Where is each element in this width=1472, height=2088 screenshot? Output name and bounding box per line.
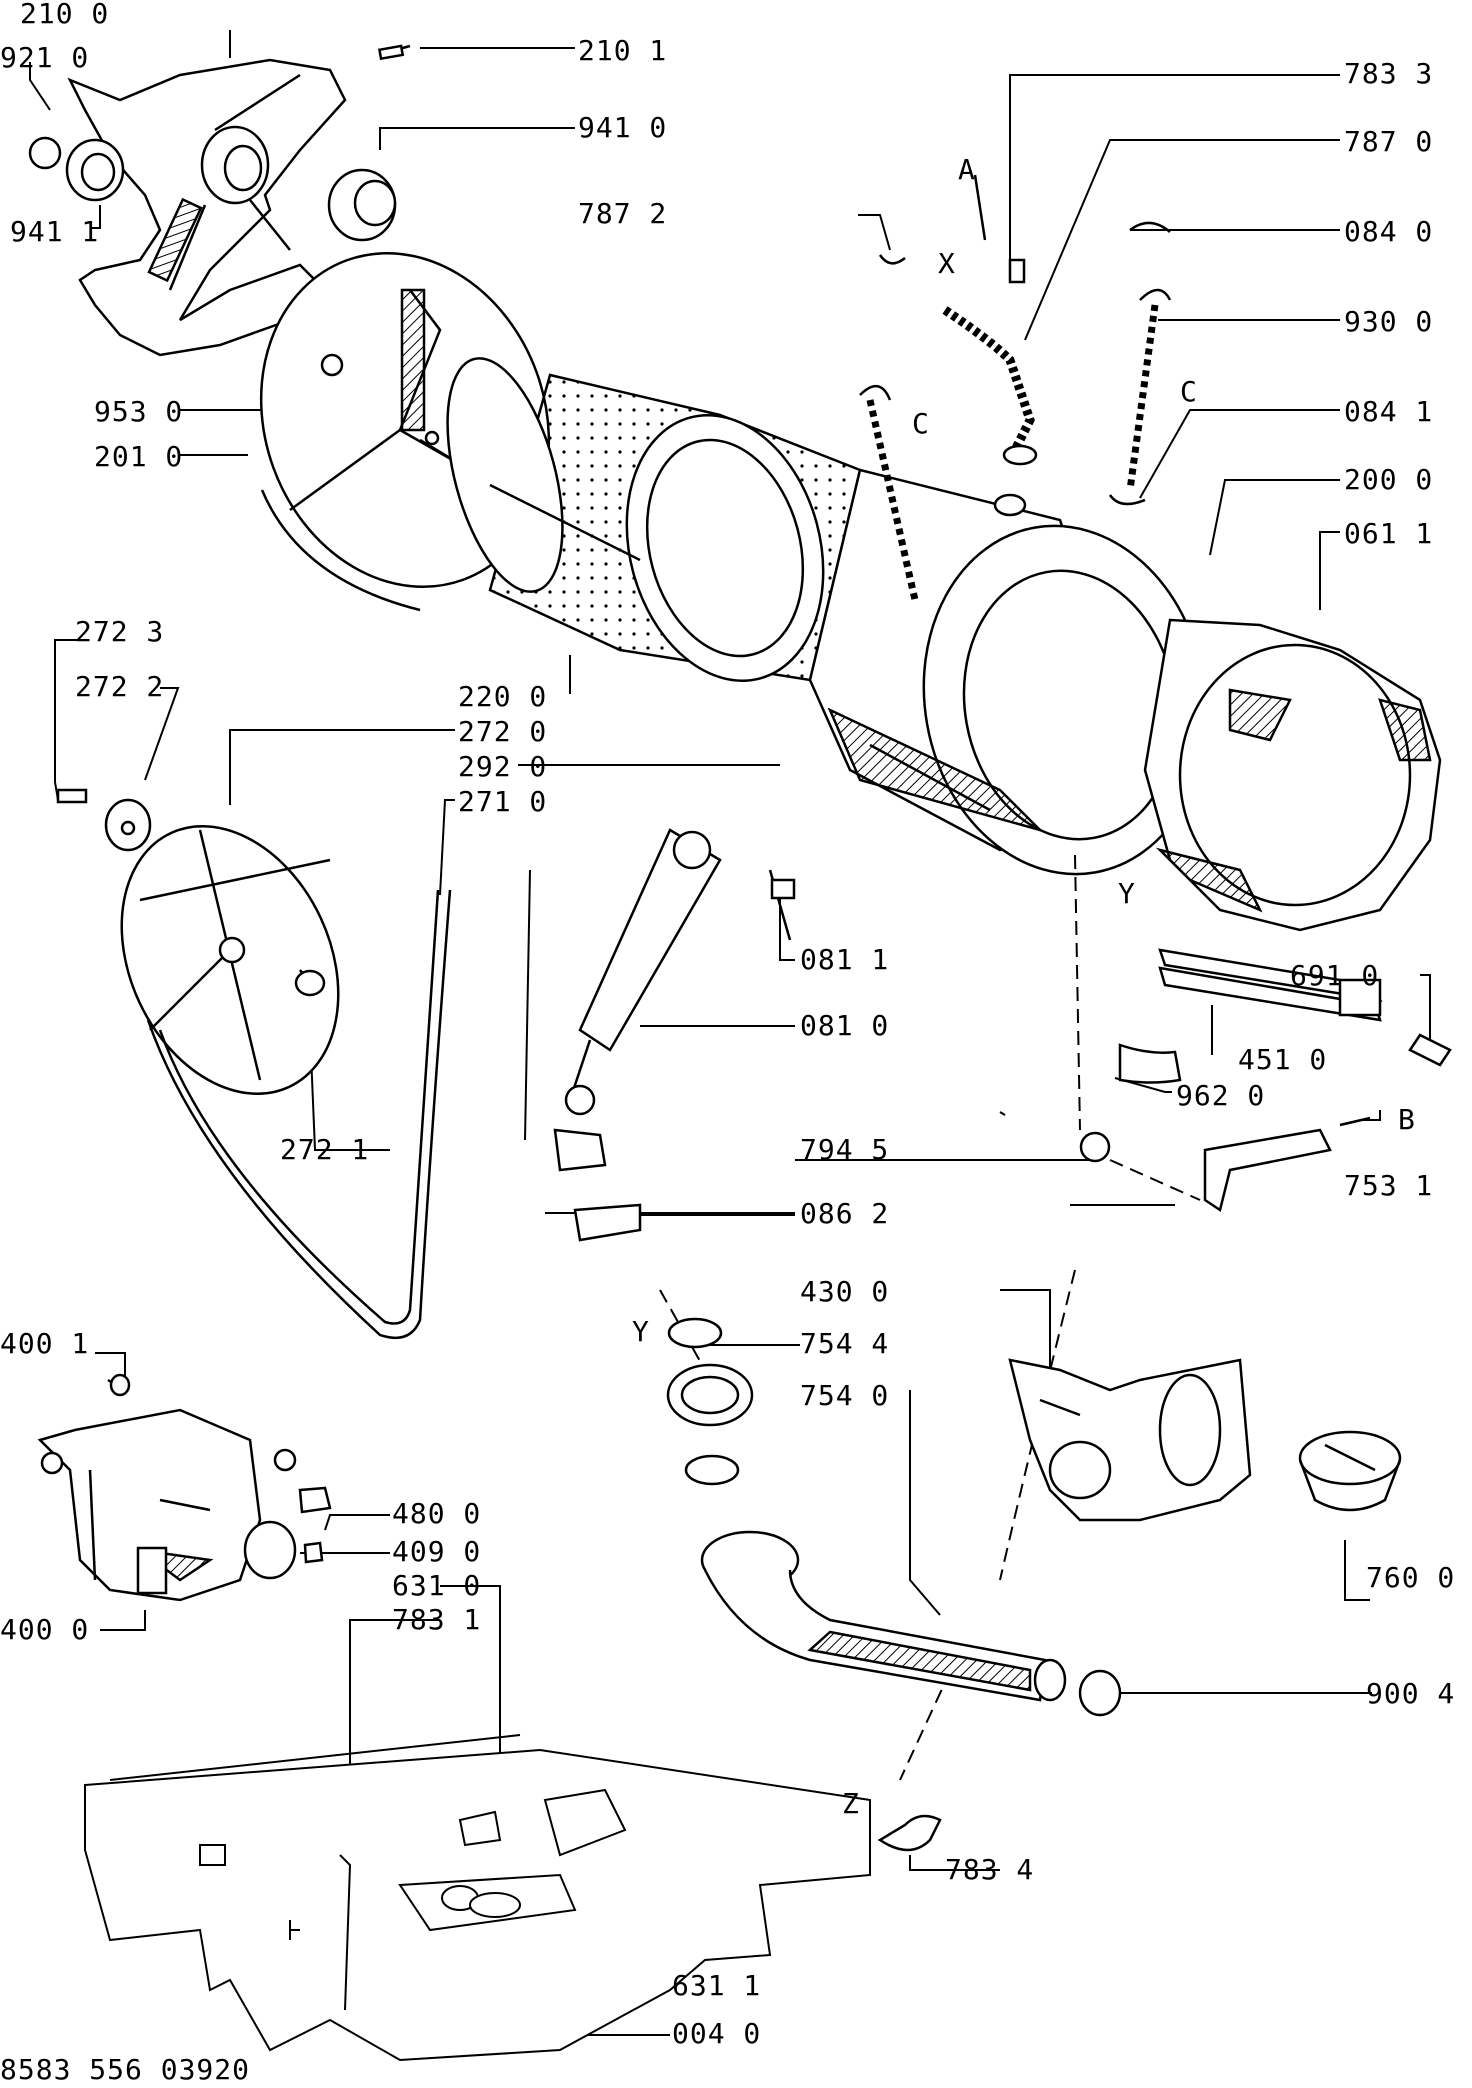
callout-941-1: 941 1 bbox=[10, 215, 100, 248]
callout-084-0: 084 0 bbox=[1344, 215, 1434, 248]
callout-004-0: 004 0 bbox=[672, 2017, 762, 2050]
callout-691-0: 691 0 bbox=[1290, 959, 1380, 992]
callout-753-1: 753 1 bbox=[1344, 1169, 1434, 1202]
marker-c-left: C bbox=[912, 407, 930, 440]
callout-783-4: 783 4 bbox=[945, 1853, 1035, 1886]
sump-hose bbox=[666, 1317, 1122, 1852]
bearing-housing bbox=[67, 58, 347, 357]
callout-292-0: 292 0 bbox=[458, 750, 548, 783]
callout-272-2: 272 2 bbox=[75, 670, 165, 703]
filter bbox=[1298, 1430, 1402, 1512]
callout-953-0: 953 0 bbox=[94, 395, 184, 428]
callout-271-0: 271 0 bbox=[458, 785, 548, 818]
marker-y-hose: Y bbox=[632, 1315, 650, 1348]
callout-900-4: 900 4 bbox=[1366, 1677, 1456, 1710]
callout-400-1: 400 1 bbox=[0, 1327, 90, 1360]
callout-430-0: 430 0 bbox=[800, 1275, 890, 1308]
callout-409-0: 409 0 bbox=[392, 1535, 482, 1568]
marker-b: B bbox=[1398, 1103, 1416, 1136]
outer-tub bbox=[808, 468, 1208, 876]
counterweight-ring bbox=[1143, 618, 1442, 932]
callout-220-0: 220 0 bbox=[458, 680, 548, 713]
callout-272-3: 272 3 bbox=[75, 615, 165, 648]
callout-783-3: 783 3 bbox=[1344, 57, 1434, 90]
callout-210-1: 210 1 bbox=[578, 34, 668, 67]
bearings-and-circlip bbox=[28, 44, 411, 242]
drain-pump bbox=[1008, 1358, 1252, 1522]
callout-787-2: 787 2 bbox=[578, 197, 668, 230]
marker-x: X bbox=[938, 247, 956, 280]
callout-210-0: 210 0 bbox=[20, 0, 110, 30]
callout-201-0: 201 0 bbox=[94, 440, 184, 473]
motor bbox=[37, 1373, 332, 1602]
callout-754-0: 754 0 bbox=[800, 1379, 890, 1412]
callout-061-1: 061 1 bbox=[1344, 517, 1434, 550]
marker-c-right: C bbox=[1180, 375, 1198, 408]
callout-084-1: 084 1 bbox=[1344, 395, 1434, 428]
callout-754-4: 754 4 bbox=[800, 1327, 890, 1360]
callout-272-1: 272 1 bbox=[280, 1133, 370, 1166]
marker-z: Z bbox=[842, 1787, 860, 1820]
callout-794-5: 794 5 bbox=[800, 1133, 890, 1166]
pulley-and-belt bbox=[56, 788, 452, 1340]
callout-631-0: 631 0 bbox=[392, 1569, 482, 1602]
callout-200-0: 200 0 bbox=[1344, 463, 1434, 496]
inlet-hoses bbox=[878, 174, 1038, 466]
callout-941-0: 941 0 bbox=[578, 111, 668, 144]
callout-272-0: 272 0 bbox=[458, 715, 548, 748]
drum bbox=[446, 357, 862, 682]
marker-a: A bbox=[958, 153, 976, 186]
callout-783-1: 783 1 bbox=[392, 1603, 482, 1636]
drawing-number: 8583 556 03920 bbox=[0, 2053, 251, 2086]
callout-787-0: 787 0 bbox=[1344, 125, 1434, 158]
callout-962-0: 962 0 bbox=[1176, 1079, 1266, 1112]
callout-480-0: 480 0 bbox=[392, 1497, 482, 1530]
suspension-springs bbox=[859, 221, 1172, 601]
callout-086-2: 086 2 bbox=[800, 1197, 890, 1230]
callout-081-1: 081 1 bbox=[800, 943, 890, 976]
callout-921-0: 921 0 bbox=[0, 41, 90, 74]
shock-absorber bbox=[553, 828, 796, 1242]
callout-400-0: 400 0 bbox=[0, 1613, 90, 1646]
callout-081-0: 081 0 bbox=[800, 1009, 890, 1042]
marker-y-tub: Y bbox=[1118, 877, 1136, 910]
base-plate bbox=[84, 1734, 871, 2062]
callout-760-0: 760 0 bbox=[1366, 1561, 1456, 1594]
callout-451-0: 451 0 bbox=[1238, 1043, 1328, 1076]
heater-assembly bbox=[1079, 948, 1452, 1213]
callout-930-0: 930 0 bbox=[1344, 305, 1434, 338]
callout-631-1: 631 1 bbox=[672, 1969, 762, 2002]
